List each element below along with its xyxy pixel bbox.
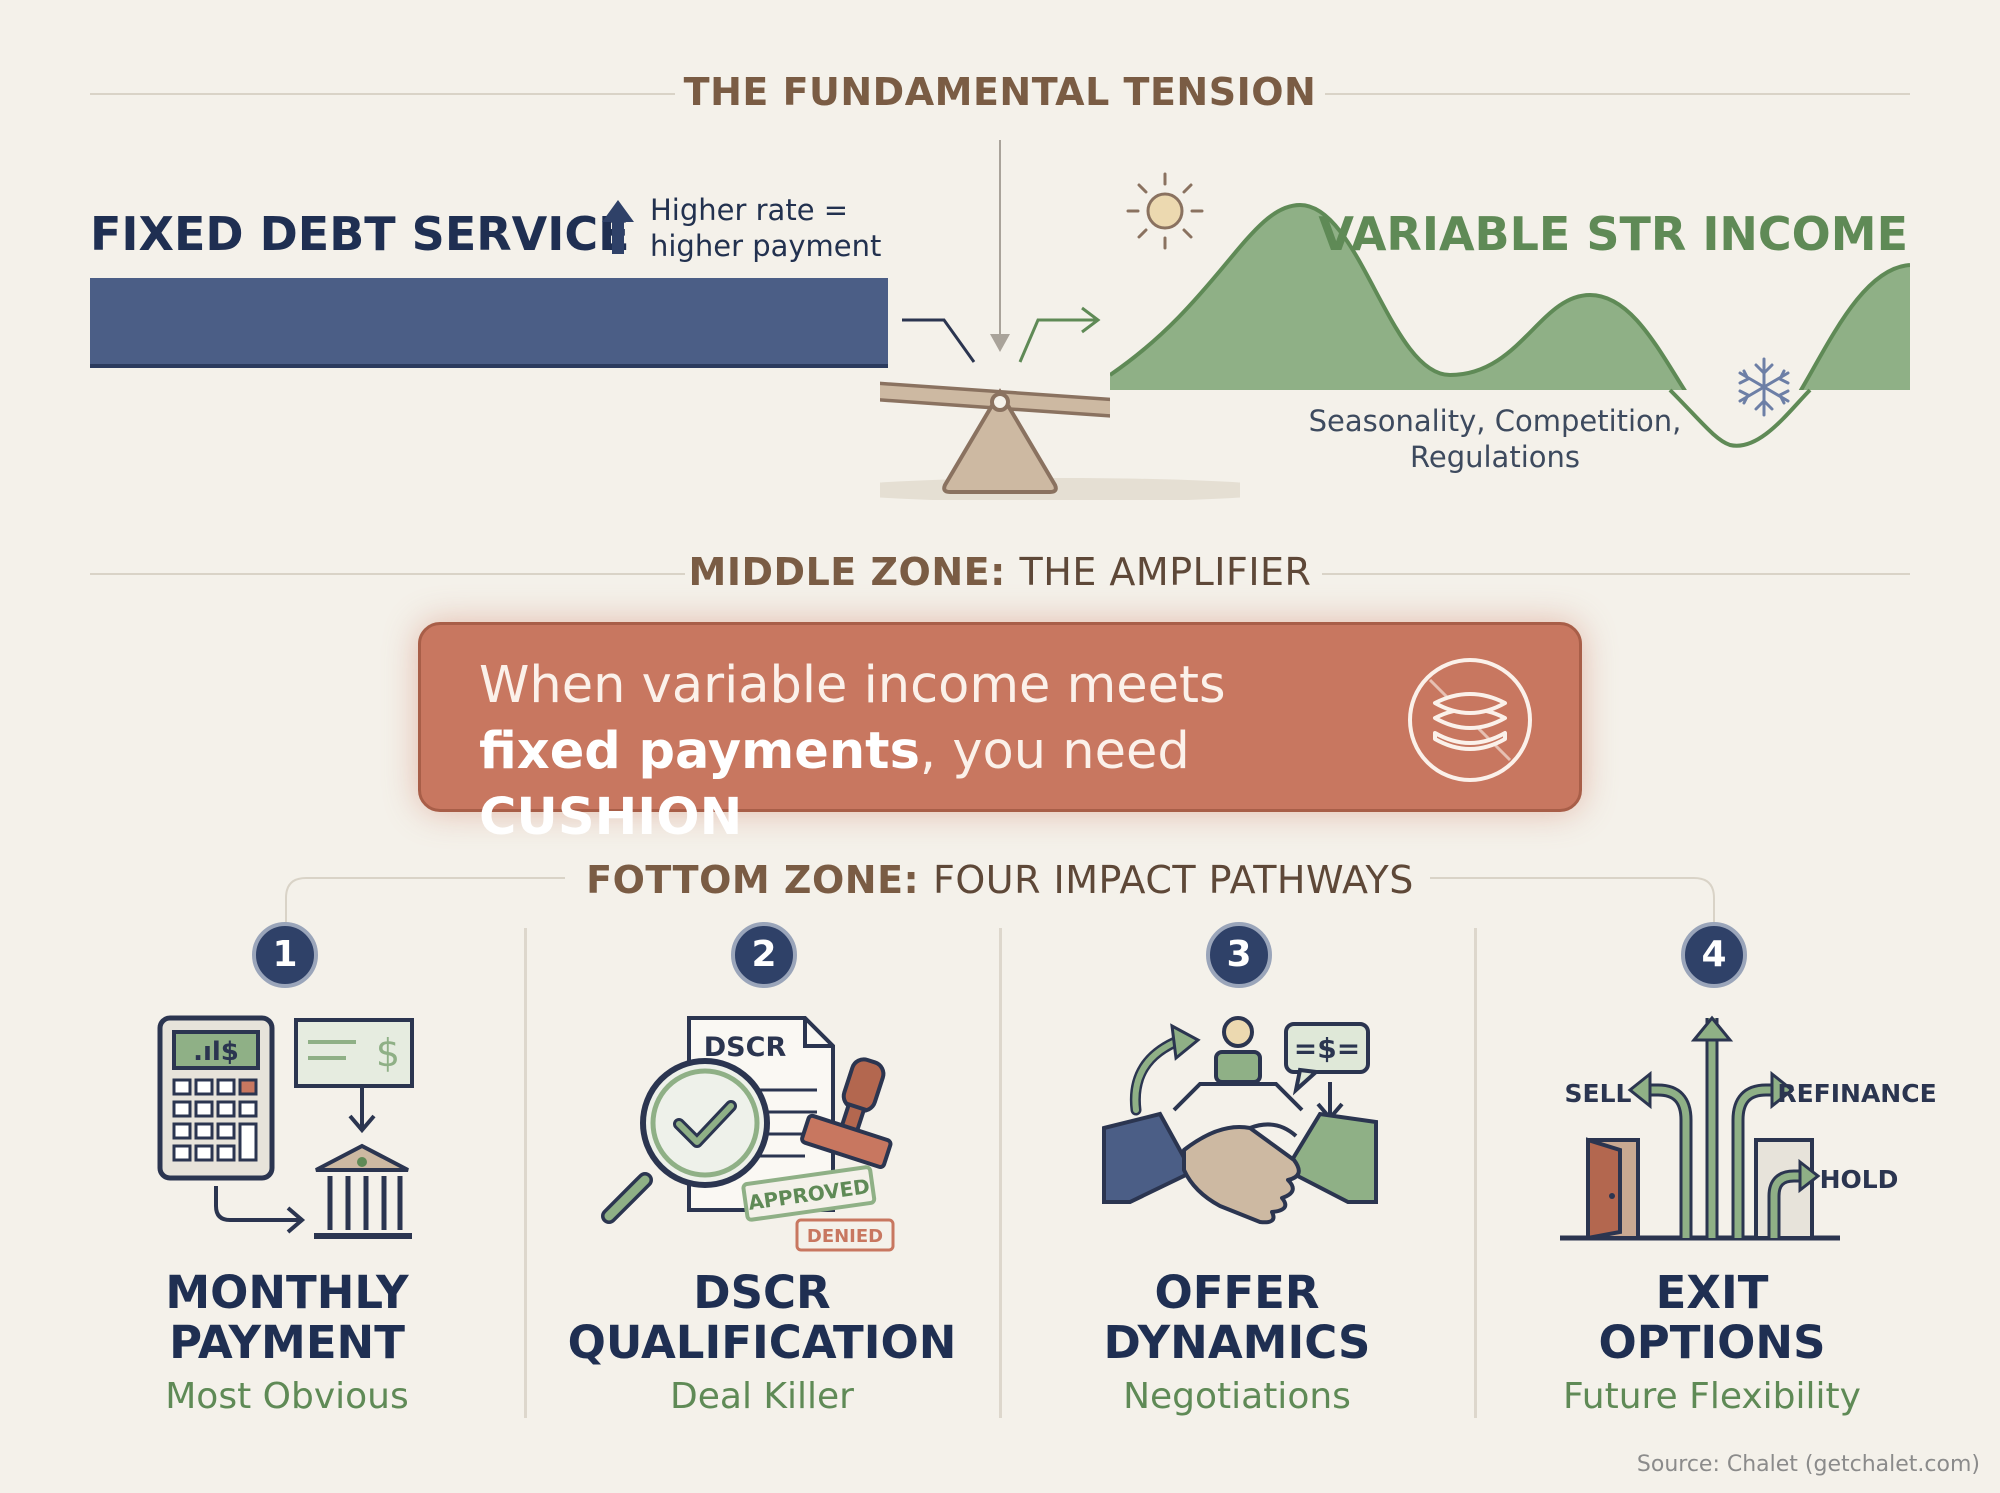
- source-credit: Source: Chalet (getchalet.com): [1636, 1452, 1980, 1477]
- up-trend-arrow-head: [1081, 306, 1101, 334]
- rate-hint-line1: Higher rate =: [650, 193, 849, 227]
- negotiation-handshake-icon: =$=: [1102, 1016, 1378, 1225]
- pathway-title-1: MONTHLY PAYMENT: [52, 1268, 522, 1368]
- snowflake-icon: [1738, 357, 1790, 417]
- cushion-callout: When variable income meets fixed payment…: [418, 622, 1582, 847]
- pathway-subtitle-4: Future Flexibility: [1563, 1376, 1861, 1417]
- seesaw-fulcrum: [942, 388, 1058, 494]
- bottom-zone-title-light: FOUR IMPACT PATHWAYS: [932, 858, 1414, 902]
- seesaw-shadow: [880, 478, 1240, 500]
- pathway-subtitle-3: Negotiations: [1123, 1376, 1351, 1417]
- pathway-title-3: OFFER DYNAMICS: [1002, 1268, 1472, 1368]
- pathway-number-4: 4: [1681, 922, 1747, 988]
- calculator-bank-icon: .ıl$ $: [157, 1015, 414, 1239]
- pathway-title-4: EXIT OPTIONS: [1477, 1268, 1947, 1368]
- pathway-number-3: 3: [1206, 922, 1272, 988]
- up-trend-arrow: [1018, 318, 1096, 363]
- pressure-arrow-head: [990, 334, 1010, 352]
- pathway-subtitle-1: Most Obvious: [165, 1376, 409, 1417]
- middle-rule-left: [90, 573, 685, 575]
- pathway-title-2-line1: DSCR: [693, 1266, 831, 1319]
- sun-icon: [1126, 172, 1204, 250]
- svg-text:REFINANCE: REFINANCE: [1777, 1079, 1936, 1108]
- pathway-title-2-line2: QUALIFICATION: [567, 1316, 957, 1369]
- svg-text:$: $: [376, 1031, 400, 1075]
- fixed-debt-bar: [90, 278, 888, 368]
- middle-zone-title-light: THE AMPLIFIER: [1019, 550, 1312, 594]
- pathway-number-1: 1: [252, 922, 318, 988]
- arrow-up-icon: [602, 200, 634, 254]
- column-divider-2: [999, 928, 1002, 1418]
- pathway-title-3-line1: OFFER: [1154, 1266, 1320, 1319]
- dscr-approval-icon: DSCR APPROVED DENIED: [601, 1016, 895, 1252]
- middle-rule-right: [1322, 573, 1910, 575]
- pathway-number-2: 2: [731, 922, 797, 988]
- header-rule-left: [90, 93, 675, 95]
- callout-message: When variable income meets fixed payment…: [479, 653, 1359, 851]
- rate-hint-line2: higher payment: [650, 229, 882, 263]
- seesaw-pivot: [990, 392, 1010, 412]
- svg-text:DENIED: DENIED: [807, 1226, 883, 1247]
- bottom-zone-title: FOTTOM ZONE: FOUR IMPACT PATHWAYS: [0, 858, 2000, 902]
- column-divider-1: [524, 928, 527, 1418]
- page-title: THE FUNDAMENTAL TENSION: [683, 70, 1317, 114]
- callout-bold2: CUSHION: [479, 788, 743, 847]
- header-rule-right: [1325, 93, 1910, 95]
- income-factors-line1: Seasonality, Competition,: [1308, 404, 1682, 438]
- bottom-zone-title-bold: FOTTOM ZONE:: [586, 858, 920, 902]
- income-factors: Seasonality, Competition, Regulations: [1300, 403, 1690, 475]
- pathway-title-4-line1: EXIT: [1655, 1266, 1769, 1319]
- svg-text:SELL: SELL: [1565, 1079, 1632, 1108]
- pathway-subtitle-2: Deal Killer: [670, 1376, 854, 1417]
- callout-part2: , you need: [919, 722, 1190, 781]
- svg-text:DSCR: DSCR: [704, 1032, 787, 1063]
- cushion-layers-icon: [1408, 658, 1532, 782]
- svg-text:.ıl$: .ıl$: [193, 1037, 239, 1067]
- callout-part1: When variable income meets: [479, 656, 1226, 715]
- down-trend-arrow: [902, 318, 976, 363]
- pathway-title-2: DSCR QUALIFICATION: [527, 1268, 997, 1368]
- exit-paths-icon: SELL REFINANCE HOLD: [1560, 1015, 1937, 1241]
- callout-bold1: fixed payments: [479, 722, 920, 781]
- pathway-title-1-line2: PAYMENT: [169, 1316, 405, 1369]
- svg-text:HOLD: HOLD: [1820, 1165, 1899, 1194]
- pathway-title-4-line2: OPTIONS: [1598, 1316, 1826, 1369]
- income-wave-chart: [1110, 202, 1910, 460]
- income-wave-area: [1110, 205, 1910, 449]
- middle-zone-title-bold: MIDDLE ZONE:: [688, 550, 1006, 594]
- pathway-title-1-line1: MONTHLY: [165, 1266, 409, 1319]
- pathway-title-3-line2: DYNAMICS: [1103, 1316, 1371, 1369]
- fixed-debt-label: FIXED DEBT SERVICE: [90, 207, 630, 261]
- variable-income-label: VARIABLE STR INCOME: [1318, 207, 1908, 261]
- svg-text:=$=: =$=: [1294, 1032, 1360, 1065]
- income-factors-line2: Regulations: [1410, 440, 1580, 474]
- column-divider-3: [1474, 928, 1477, 1418]
- bottom-bracket: [285, 877, 1715, 948]
- rate-hint: Higher rate = higher payment: [650, 192, 881, 264]
- middle-zone-title: MIDDLE ZONE: THE AMPLIFIER: [0, 550, 2000, 594]
